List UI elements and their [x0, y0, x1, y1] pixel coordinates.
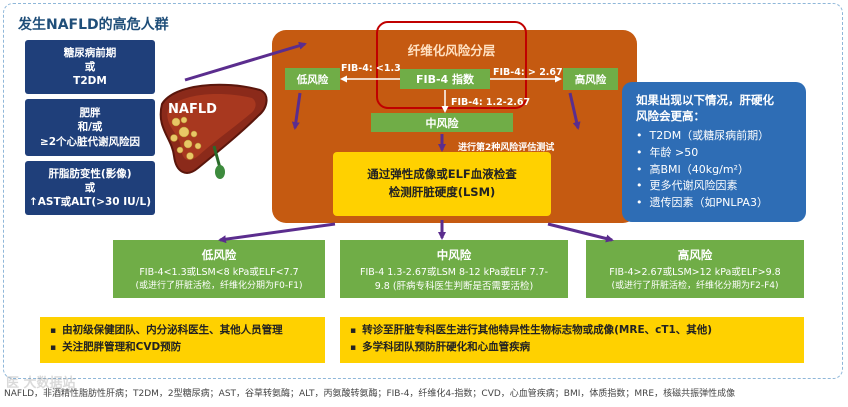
mid-risk-box: 中风险: [371, 113, 513, 132]
info-item: T2DM（或糖尿病前期）: [636, 128, 798, 145]
fib4-high-label: FIB-4: > 2.67: [493, 67, 563, 78]
liver-label: NAFLD: [168, 102, 217, 117]
fib4-box: FIB-4 指数: [400, 69, 490, 89]
arrow-lsm-to-low: [218, 222, 336, 244]
info-item: 高BMI（40kg/m²）: [636, 162, 798, 179]
outcome-title: 中风险: [436, 248, 472, 262]
risk-group-line: ↑AST或ALT(>30 IU/L): [28, 196, 151, 209]
second-test-label: 进行第2种风险评估测试: [458, 143, 555, 153]
lsm-line: 检测肝脏硬度(LSM): [388, 185, 496, 199]
highlight-outline: [376, 21, 527, 109]
action-item: 关注肥胖管理和CVD预防: [50, 339, 315, 356]
actions-specialist: 转诊至肝脏专科医生进行其他特异性生物标志物或成像(MRE、cT1、其他) 多学科…: [340, 317, 804, 363]
risk-group-steatosis: 肝脂肪变性(影像) 或 ↑AST或ALT(>30 IU/L): [25, 161, 155, 215]
fib4-mid-label: FIB-4: 1.2-2.67: [451, 97, 531, 108]
risk-group-line: 肝脂肪变性(影像): [48, 167, 132, 180]
outcome-criteria: FIB-4>2.67或LSM>12 kPa或ELF>9.8: [609, 267, 781, 278]
page-title: 发生NAFLD的高危人群: [18, 17, 169, 33]
arrow-high-down: [568, 92, 581, 130]
risk-group-line: 和/或: [77, 121, 103, 134]
action-item: 多学科团队预防肝硬化和心血管疾病: [350, 339, 794, 356]
info-item: 遗传因素（如PNLPA3）: [636, 195, 798, 212]
risk-group-obesity: 肥胖 和/或 ≥2个心脏代谢风险因: [25, 99, 155, 156]
diagram-frame: [3, 3, 843, 379]
outcome-mid-risk: 中风险 FIB-4 1.3-2.67或LSM 8-12 kPa或ELF 7.7-…: [340, 240, 568, 298]
outcome-criteria: FIB-4<1.3或LSM<8 kPa或ELF<7.7: [139, 267, 299, 278]
outcome-title: 高风险: [677, 248, 713, 262]
outcome-low-risk: 低风险 FIB-4<1.3或LSM<8 kPa或ELF<7.7 (或进行了肝脏活…: [113, 240, 325, 298]
info-heading-line: 风险会更高：: [636, 109, 705, 124]
low-risk-box: 低风险: [285, 68, 340, 90]
risk-group-prediabetes: 糖尿病前期 或 T2DM: [25, 40, 155, 94]
risk-group-line: 或: [84, 60, 96, 73]
risk-group-line: 或: [84, 181, 96, 194]
cirrhosis-risk-info: 如果出现以下情况，肝硬化 风险会更高： T2DM（或糖尿病前期） 年龄 >50 …: [622, 82, 806, 222]
action-item: 转诊至肝脏专科医生进行其他特异性生物标志物或成像(MRE、cT1、其他): [350, 322, 794, 339]
outcome-high-risk: 高风险 FIB-4>2.67或LSM>12 kPa或ELF>9.8 (或进行了肝…: [586, 240, 804, 298]
lsm-line: 通过弹性成像或ELF血液检查: [367, 167, 517, 182]
outcome-note: (或进行了肝脏活检，纤维化分期为F0-F1): [135, 280, 303, 291]
arrow-lsm-to-high: [547, 222, 614, 243]
risk-group-line: T2DM: [73, 75, 107, 88]
fib4-low-label: FIB-4: <1.3: [341, 63, 401, 74]
panel-title: 纤维化风险分层: [407, 43, 496, 58]
outcome-title: 低风险: [201, 248, 237, 262]
info-heading-line: 如果出现以下情况，肝硬化: [636, 93, 774, 107]
outcome-criteria: FIB-4 1.3-2.67或LSM 8-12 kPa或ELF 7.7-: [359, 267, 549, 278]
risk-group-line: 糖尿病前期: [63, 46, 117, 59]
liver-icon: [159, 83, 268, 179]
high-risk-box: 高风险: [563, 68, 618, 90]
arrow-low-down: [291, 92, 302, 130]
outcome-note: (或进行了肝脏活检，纤维化分期为F2-F4): [611, 280, 779, 291]
outcome-criteria: 9.8 (肝病专科医生判断是否需要活检): [374, 280, 534, 292]
action-item: 由初级保健团队、内分泌科医生、其他人员管理: [50, 322, 315, 339]
watermark: 医 大数据站: [6, 376, 76, 391]
info-item: 更多代谢风险因素: [636, 178, 798, 195]
risk-group-line: 肥胖: [79, 107, 101, 120]
actions-primary-care: 由初级保健团队、内分泌科医生、其他人员管理 关注肥胖管理和CVD预防: [40, 317, 325, 363]
arrow-liver-to-panel: [184, 41, 307, 82]
lsm-box: 通过弹性成像或ELF血液检查 检测肝脏硬度(LSM): [333, 152, 551, 216]
risk-group-line: ≥2个心脏代谢风险因: [39, 135, 141, 148]
footer-abbreviations: NAFLD，非酒精性脂肪性肝病；T2DM，2型糖尿病；AST，谷草转氨酶；ALT…: [4, 389, 736, 399]
info-item: 年龄 >50: [636, 145, 798, 162]
